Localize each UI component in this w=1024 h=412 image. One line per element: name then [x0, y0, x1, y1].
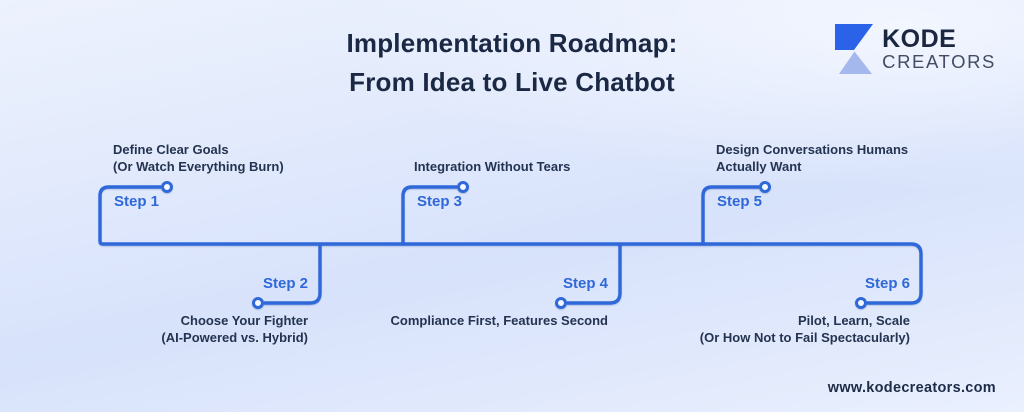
website-url: www.kodecreators.com — [827, 380, 996, 396]
step-6-label: Step 6 — [864, 275, 910, 292]
brand-text: KODE CREATORS — [882, 26, 996, 72]
page-title-line-2: From Idea to Live Chatbot — [349, 67, 675, 97]
connector-step-5 — [701, 185, 759, 244]
step-3-description: Integration Without Tears — [414, 158, 570, 175]
step-1-description-line-2: (Or Watch Everything Burn) — [113, 159, 284, 174]
milestone-dot-step-4 — [555, 297, 567, 309]
milestone-dot-step-3 — [457, 181, 469, 193]
k-mark-icon — [835, 24, 874, 74]
step-1-description: Define Clear Goals (Or Watch Everything … — [113, 141, 284, 175]
brand-logo: KODE CREATORS — [835, 24, 996, 74]
step-4-description: Compliance First, Features Second — [388, 312, 608, 329]
step-2-description: Choose Your Fighter (AI-Powered vs. Hybr… — [88, 312, 308, 346]
step-5-description-line-1: Design Conversations Humans — [716, 142, 909, 157]
step-1-description-line-1: Define Clear Goals — [113, 142, 229, 157]
page-title-line-1: Implementation Roadmap: — [346, 28, 678, 58]
page-title: Implementation Roadmap: From Idea to Liv… — [0, 24, 1024, 102]
connector-step-2 — [264, 244, 322, 305]
step-6-description-line-1: Pilot, Learn, Scale — [798, 313, 910, 328]
connector-step-4 — [567, 244, 622, 305]
milestone-dot-step-6 — [855, 297, 867, 309]
step-6-description-line-2: (Or How Not to Fail Spectacularly) — [699, 330, 910, 345]
brand-subname: CREATORS — [882, 51, 996, 72]
brand-name: KODE — [882, 25, 957, 53]
step-2-label: Step 2 — [262, 275, 308, 292]
step-5-description: Design Conversations Humans Actually Wan… — [716, 141, 908, 175]
step-2-description-line-1: Choose Your Fighter — [180, 313, 308, 328]
step-4-label: Step 4 — [562, 275, 608, 292]
step-1-label: Step 1 — [114, 193, 160, 210]
milestone-dot-step-2 — [252, 297, 264, 309]
step-5-label: Step 5 — [717, 193, 763, 210]
step-2-description-line-2: (AI-Powered vs. Hybrid) — [161, 330, 308, 345]
step-6-description: Pilot, Learn, Scale (Or How Not to Fail … — [690, 312, 910, 346]
milestone-dot-step-5 — [759, 181, 771, 193]
step-3-description-line-1: Integration Without Tears — [414, 159, 571, 174]
step-4-description-line-1: Compliance First, Features Second — [390, 313, 608, 328]
connector-step-3 — [401, 185, 457, 244]
step-5-description-line-2: Actually Want — [716, 159, 802, 174]
timeline-main-path — [98, 185, 923, 305]
step-3-label: Step 3 — [417, 193, 463, 210]
milestone-dot-step-1 — [161, 181, 173, 193]
